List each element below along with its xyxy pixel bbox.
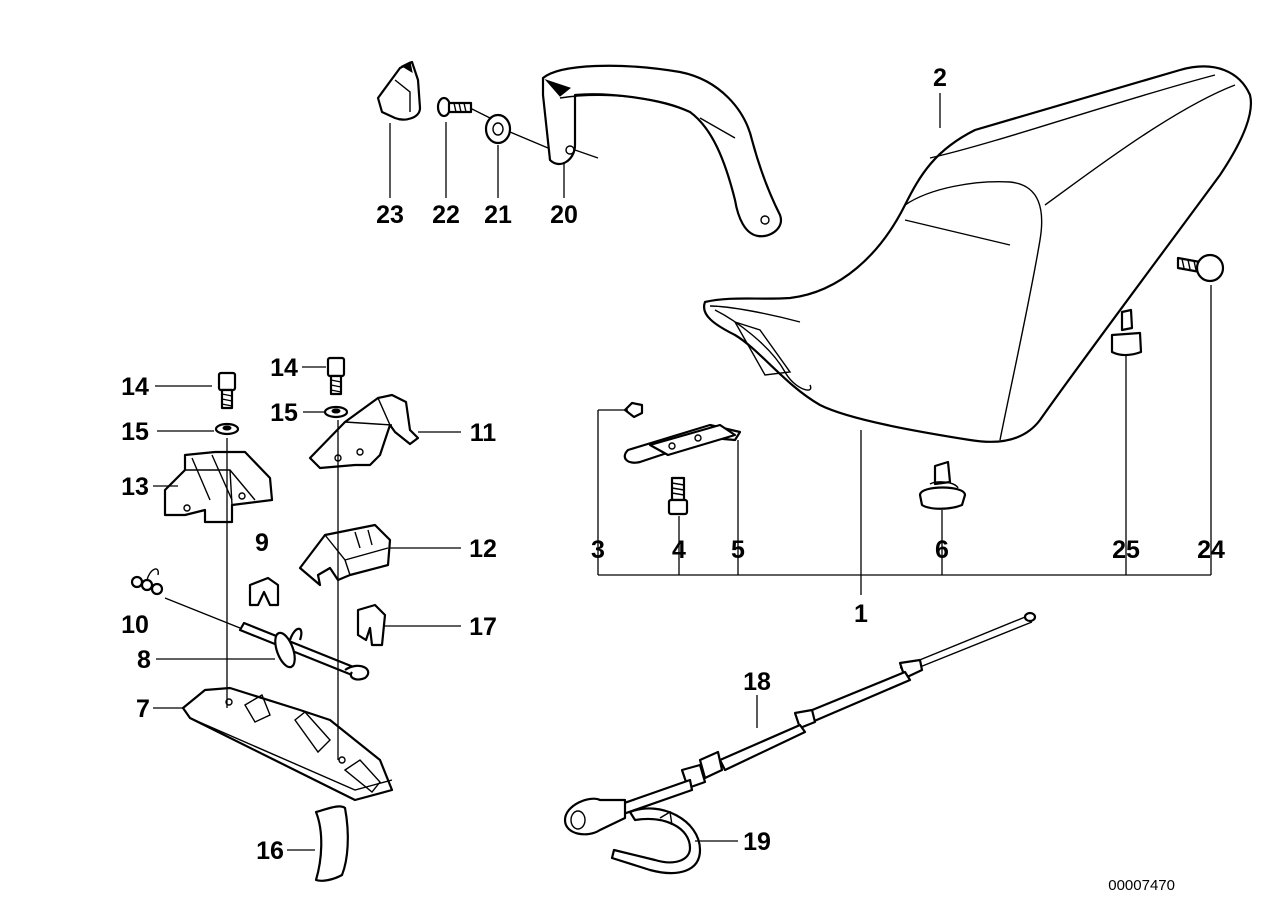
cover-16-drawing [314, 805, 349, 882]
leader-lines [153, 93, 1212, 851]
callout-labels: 1 2 3 4 5 6 7 8 9 10 11 12 13 14 14 15 1… [121, 64, 1225, 865]
callout-7: 7 [136, 695, 150, 723]
callout-24: 24 [1197, 536, 1225, 564]
callout-23: 23 [376, 201, 404, 229]
buffer-6-drawing [918, 460, 967, 510]
grab-handle-drawing [541, 64, 783, 238]
callout-1: 1 [854, 600, 868, 628]
washer-15-right-drawing [323, 405, 349, 419]
rod-8-drawing [238, 621, 370, 681]
callout-18: 18 [743, 668, 771, 696]
spring-10-drawing [130, 568, 164, 596]
washer-15-left-drawing [214, 422, 240, 436]
callout-20: 20 [550, 201, 578, 229]
callout-4: 4 [672, 536, 686, 564]
bolt-4-drawing [667, 476, 689, 516]
latch-12-drawing [298, 523, 392, 587]
cable-18-drawing [563, 611, 1037, 836]
screw-22-drawing [436, 96, 473, 118]
document-number: 00007470 [1108, 877, 1175, 894]
callout-15-left: 15 [121, 418, 149, 446]
callout-9: 9 [255, 529, 269, 557]
bolt-14-right-drawing [326, 356, 346, 396]
nut-21-drawing [484, 113, 512, 145]
callout-15-right: 15 [270, 399, 298, 427]
callout-14-right: 14 [270, 354, 298, 382]
seat-drawing [702, 65, 1253, 443]
callout-13: 13 [121, 473, 149, 501]
clip-9-drawing [248, 576, 280, 607]
callout-2: 2 [933, 64, 947, 92]
bracket-5-drawing [623, 423, 742, 464]
callout-14-left: 14 [121, 373, 149, 401]
callout-22: 22 [432, 201, 460, 229]
callout-25: 25 [1112, 536, 1140, 564]
callout-21: 21 [484, 201, 512, 229]
base-plate-7-drawing [181, 686, 394, 802]
callout-5: 5 [731, 536, 745, 564]
callout-10: 10 [121, 611, 149, 639]
strap-19-drawing [610, 807, 702, 875]
callout-17: 17 [469, 613, 497, 641]
clip-17-drawing [356, 603, 387, 647]
callout-6: 6 [935, 536, 949, 564]
buffer-25-drawing [1110, 308, 1143, 357]
callout-12: 12 [469, 535, 497, 563]
nut-3-drawing [623, 401, 644, 419]
callout-11: 11 [470, 419, 497, 447]
lock-housing-13-drawing [163, 450, 274, 524]
callout-8: 8 [137, 646, 151, 674]
trim-cap-drawing [376, 60, 422, 121]
knob-24-drawing [1176, 253, 1225, 283]
bolt-14-left-drawing [217, 371, 237, 410]
bracket-11-drawing [308, 393, 420, 470]
callout-3: 3 [591, 536, 605, 564]
callout-19: 19 [743, 828, 771, 856]
callout-16: 16 [256, 837, 284, 865]
